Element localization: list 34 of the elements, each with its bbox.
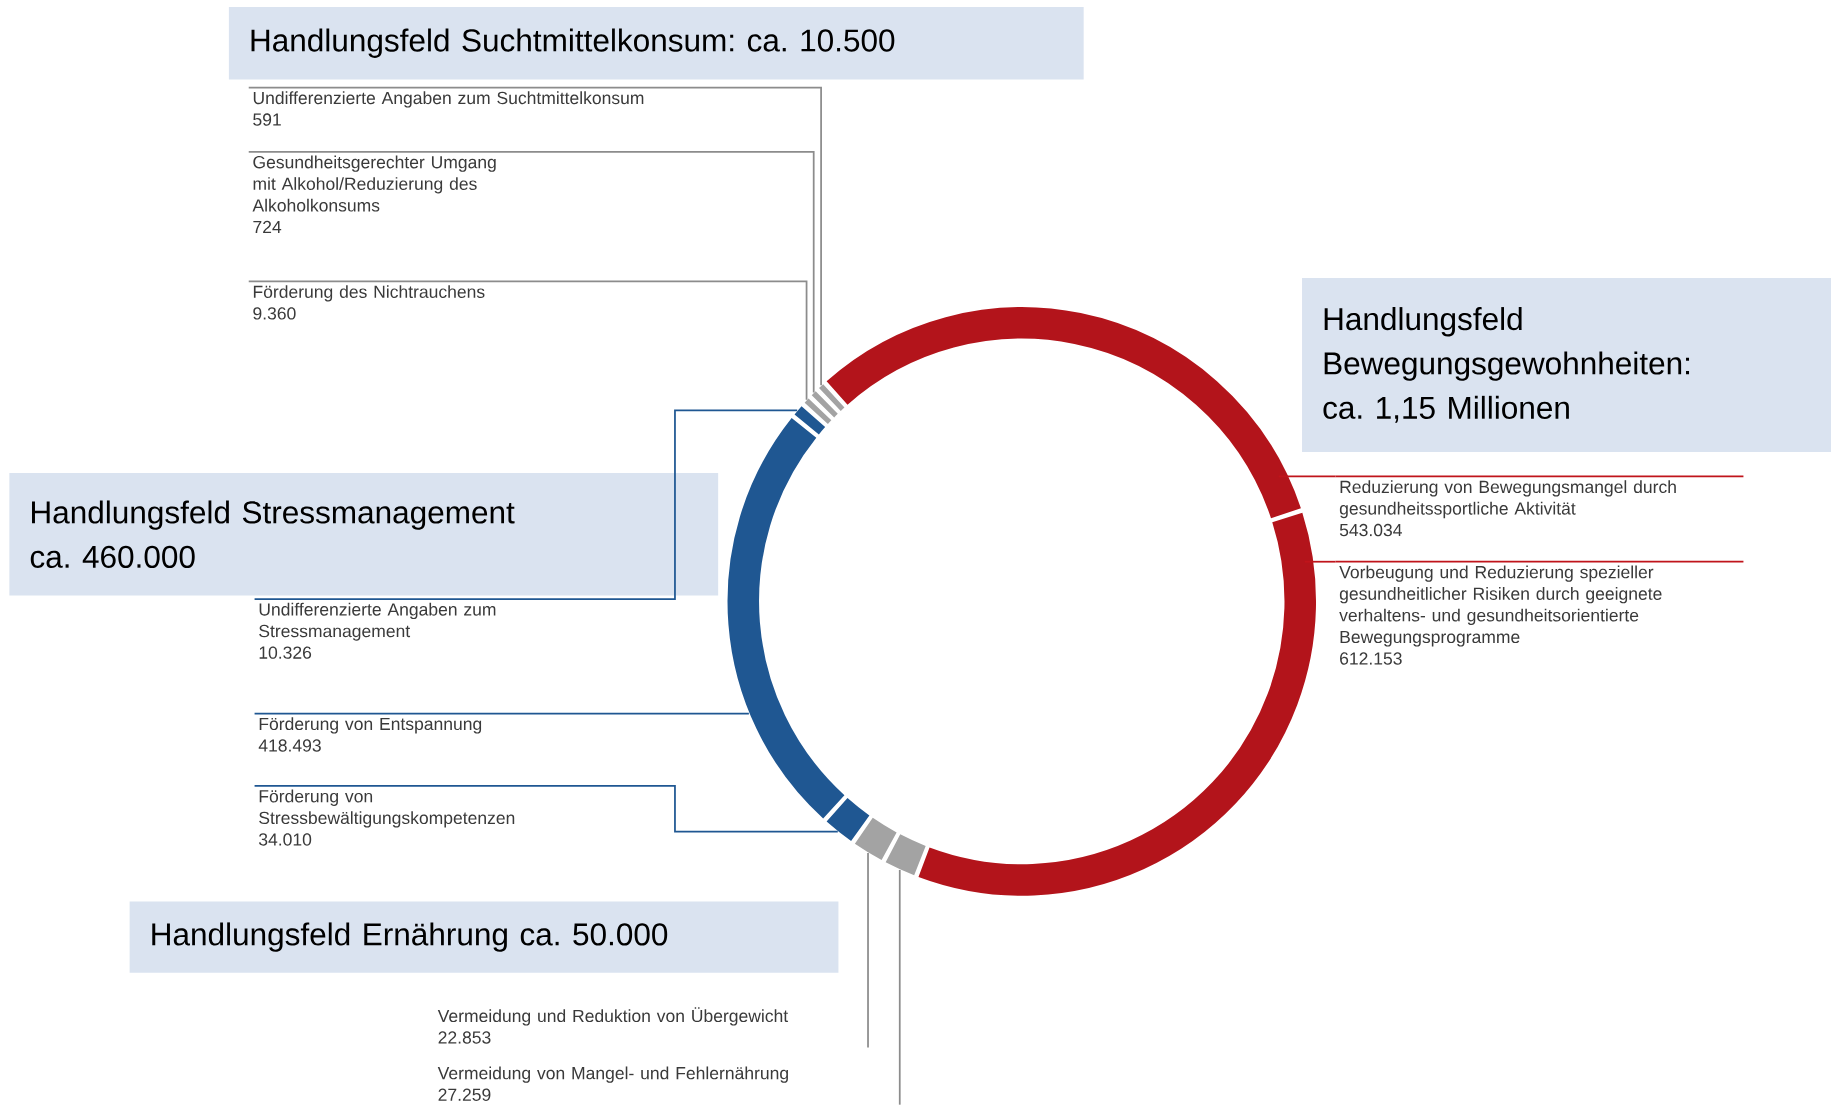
ring-segment bbox=[854, 817, 897, 861]
leader-line bbox=[253, 712, 750, 715]
item-label: Reduzierung von Bewegungsmangel durch gesundheitssportliche Aktivität 543.034 bbox=[1339, 480, 1676, 537]
ring-segment bbox=[727, 418, 846, 818]
ring-segment bbox=[794, 406, 826, 435]
leader-line bbox=[247, 150, 815, 394]
heading-box: Handlungsfeld Ernährung ca. 50.000 bbox=[129, 901, 839, 973]
item-label: Undifferenzierte Angaben zum Suchtmittelkonsum 591 bbox=[253, 91, 644, 126]
item-label: Förderung von Stressbewältigungskompetenzen 34.010 bbox=[258, 789, 515, 846]
ring-segment bbox=[827, 307, 1301, 519]
item-label: Förderung des Nichtrauchens 9.360 bbox=[253, 285, 485, 320]
ring-segment bbox=[885, 834, 926, 876]
leader-line bbox=[247, 280, 808, 401]
ring-segment bbox=[811, 391, 838, 418]
ring-segment bbox=[804, 398, 832, 425]
item-label: Vermeidung von Mangel- und Fehlernährung 27.259 bbox=[437, 1066, 788, 1101]
ring-segment bbox=[919, 513, 1316, 896]
heading-box: Handlungsfeld Bewegungsgewohnheiten: ca. 1,15 Millionen bbox=[1302, 277, 1831, 452]
leader-line bbox=[867, 852, 869, 1049]
item-label: Undifferenzierte Angaben zum Stressmanagement 10.326 bbox=[259, 602, 496, 659]
leader-line bbox=[253, 785, 839, 833]
leader-line bbox=[253, 409, 799, 600]
item-label: Vorbeugung und Reduzierung spezieller gesundheitlicher Risiken durch geeignete verhaltens- und gesundheitsorientierte Bewegungsprogramme 612.153 bbox=[1339, 565, 1662, 665]
leader-line bbox=[247, 86, 822, 387]
leader-line bbox=[1303, 560, 1337, 563]
heading-box: Handlungsfeld Suchtmittelkonsum: ca. 10.500 bbox=[228, 7, 1084, 80]
item-label: Förderung von Entspannung 418.493 bbox=[258, 717, 482, 752]
ring-segment bbox=[819, 384, 845, 411]
leader-line bbox=[898, 869, 901, 1106]
ring-segment bbox=[826, 797, 870, 842]
leader-line bbox=[1277, 475, 1337, 478]
item-label: Vermeidung und Reduktion von Übergewicht 22.853 bbox=[437, 1007, 789, 1044]
item-label: Gesundheitsgerechter Umgang mit Alkohol/Reduzierung des Alkoholkonsums 724 bbox=[252, 155, 496, 234]
heading-box: Handlungsfeld Stressmanagement ca. 460.000 bbox=[9, 472, 719, 596]
